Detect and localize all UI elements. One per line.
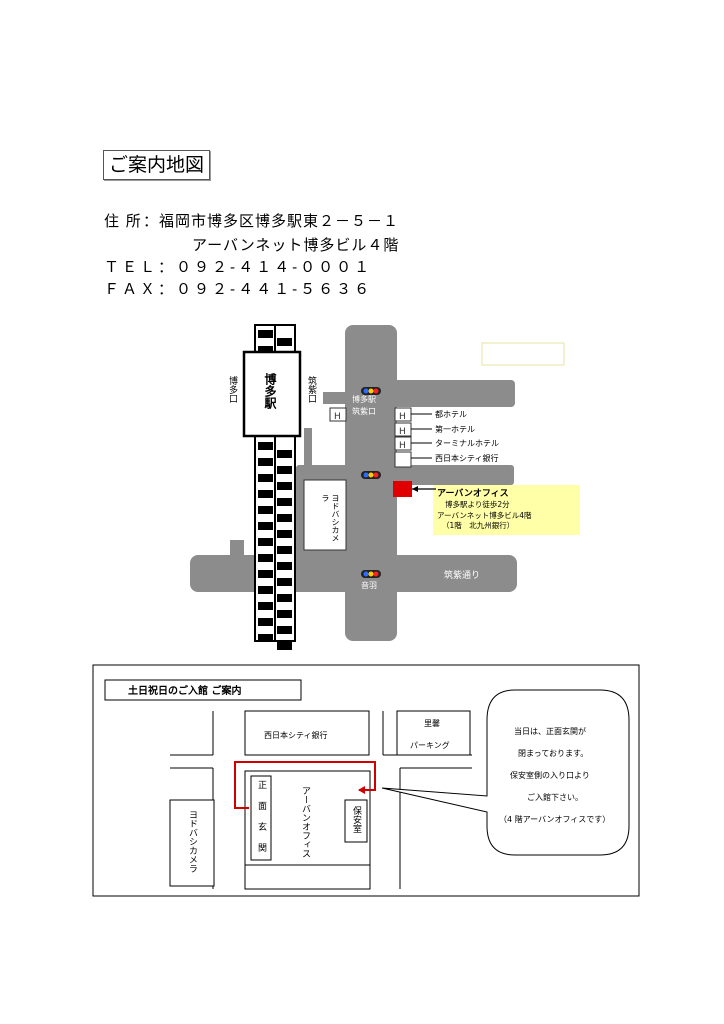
rail-tie [277, 482, 292, 490]
rail-tie [277, 610, 292, 618]
chikushi-exit-label: 筑紫口 [306, 376, 316, 403]
bank-name: 西日本シティ銀行 [435, 453, 499, 463]
building-base [244, 864, 371, 890]
signal-top-label-1: 博多駅 [352, 394, 376, 404]
hakata-station-label: 博多駅 [263, 373, 277, 409]
route-arrow-icon [358, 786, 365, 794]
page-title: ご案内地図 [103, 150, 210, 180]
hotel-box-0 [329, 407, 347, 422]
rail-tie [258, 330, 273, 338]
hotel-name-2: ターミナルホテル [435, 439, 499, 448]
office-building: アーバンネット博多ビル4階 [437, 510, 532, 520]
notice-line-3: ご入館下さい。 [527, 792, 583, 802]
rail-tie [258, 570, 273, 578]
address-line2: アーバンネット博多ビル４階 [192, 236, 400, 254]
address-line1: ：福岡市博多区博多駅東２－５－１ [143, 212, 400, 230]
hakata-station-building [242, 350, 302, 438]
rail-tie [258, 538, 273, 546]
road-side-strip [304, 428, 312, 486]
bank-building [244, 710, 370, 756]
bank-box [394, 451, 412, 468]
yodobashi-building-2 [169, 799, 215, 887]
road-upper-east [345, 380, 515, 407]
rail-tie [277, 578, 292, 586]
fax-number: ＦＡＸ：０９２-４４１-５６３６ [104, 280, 373, 298]
tel-number: ＴＥＬ：０９２-４１４-０００１ [104, 258, 373, 276]
rail-tie [277, 450, 292, 458]
hotel-mark-1: H [399, 412, 406, 422]
rail-tie [258, 442, 273, 450]
signal-bottom-label: 音羽 [361, 580, 377, 590]
rail-tie [277, 514, 292, 522]
entry-route-line [234, 761, 376, 809]
rail-tie [277, 626, 292, 634]
rail-tie [277, 338, 292, 346]
rail-tie [277, 498, 292, 506]
main-entrance-box [250, 775, 272, 861]
signal-top-label-2: 筑紫口 [352, 406, 376, 416]
road-stub-upper [323, 392, 345, 404]
hotel-name-1: 第一ホテル [435, 424, 475, 434]
rail-tie [277, 530, 292, 538]
rail-tie [258, 554, 273, 562]
yodobashi-label-2: ヨドバシカメラ [187, 810, 197, 873]
rail-tie [258, 522, 273, 530]
rail-tie [258, 474, 273, 482]
security-room-box [344, 799, 368, 843]
rail-tie [258, 506, 273, 514]
rail-tie [258, 602, 273, 610]
weekend-title-box [104, 679, 302, 701]
rail-tie [258, 586, 273, 594]
chikushi-street-label: 筑紫通り [444, 569, 480, 581]
hotel-mark-2: H [399, 427, 406, 437]
weekend-map-frame [92, 664, 640, 897]
notice-line-2: 保安室側の入り口より [510, 770, 590, 780]
rail-tie [258, 634, 273, 642]
parking-label-1: 里馨 [424, 719, 440, 728]
rail-tie [258, 346, 273, 354]
traffic-signal-bottom-icon [361, 570, 381, 578]
main-entrance-label: 正面玄関 [256, 780, 266, 864]
urban-office-label: アーバンオフィス [300, 786, 310, 858]
rail-tie [277, 466, 292, 474]
parking-label-2: パーキング [410, 740, 450, 750]
yodobashi-label: ヨドバシカメラ [321, 494, 340, 542]
notice-line-4: （4 階アーバンオフィスです） [499, 814, 610, 824]
rail-tie [277, 642, 292, 650]
arrow-icon [412, 486, 418, 492]
road-west-stub [230, 540, 244, 560]
office-callout [433, 485, 580, 535]
bank-label: 西日本シティ銀行 [264, 730, 328, 740]
office-floor1: （1階 北九州銀行） [442, 520, 514, 530]
hotel-name-0: 都ホテル [435, 410, 467, 419]
hotel-mark-0: H [334, 412, 341, 422]
rail-tie [277, 562, 292, 570]
hakata-exit-label: 博多口 [227, 376, 237, 403]
rail-tie [258, 618, 273, 626]
rail-tie [258, 490, 273, 498]
notice-line-1: 閉まっております。 [518, 749, 588, 758]
hotel-mark-3: H [399, 441, 406, 451]
empty-box [481, 342, 565, 366]
rail-tie [277, 546, 292, 554]
traffic-signal-top-icon [361, 387, 381, 395]
traffic-signal-middle-icon [361, 471, 381, 479]
address-label: 住 所 [104, 212, 142, 230]
security-room-label: 保安室 [351, 806, 361, 833]
yodobashi-building [303, 479, 347, 551]
urban-office-marker [393, 481, 412, 497]
notice-line-0: 当日は、正面玄関が [514, 726, 586, 736]
parking-building [396, 710, 471, 756]
road-middle [296, 465, 514, 485]
notice-bubble [381, 689, 630, 856]
weekend-title: 土日祝日のご入館 ご案内 [128, 684, 241, 697]
rail-tie [258, 458, 273, 466]
office-name: アーバンオフィス [437, 488, 509, 499]
rail-tie [277, 594, 292, 602]
office-walk: 博多駅より徒歩2分 [445, 499, 510, 509]
